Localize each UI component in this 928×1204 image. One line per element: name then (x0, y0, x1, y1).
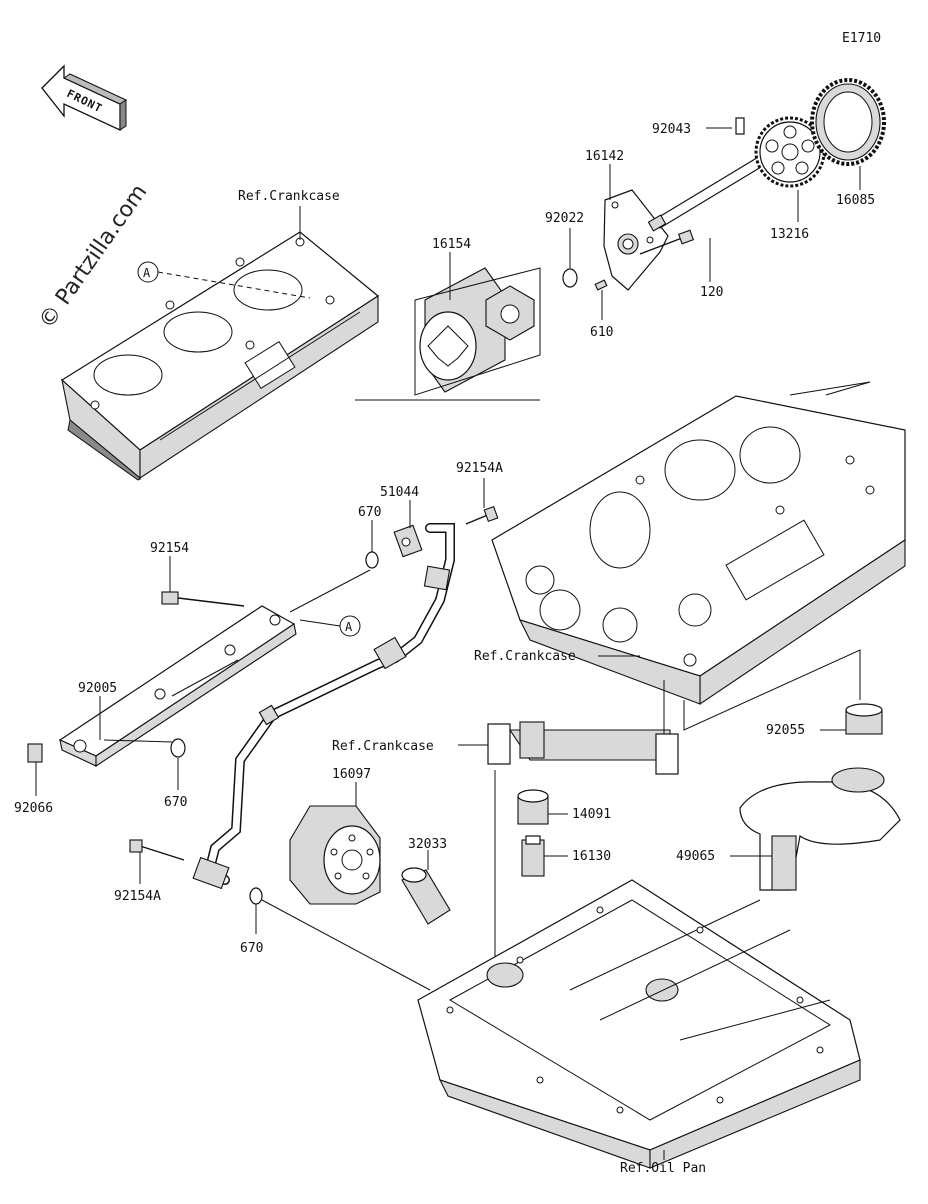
o-ring-670-bottom (249, 887, 263, 905)
bolt-92154A-bottom (129, 839, 185, 861)
ref-oil-pan-label: Ref.Oil Pan (620, 1161, 706, 1176)
diagram-code: E1710 (842, 31, 881, 46)
part-51044: 51044 (380, 485, 419, 500)
part-49065: 49065 (676, 849, 715, 864)
part-13216: 13216 (770, 227, 809, 242)
bolt-120 (639, 229, 695, 255)
fitting-51044 (393, 524, 423, 558)
svg-text:A: A (345, 620, 353, 634)
oil-filter-16097 (289, 805, 381, 905)
pin-92043 (735, 117, 745, 135)
watermark: © Partzilla.com (34, 180, 152, 333)
ref-crankcase-label-2: Ref.Crankcase (474, 649, 576, 664)
part-670-mid: 670 (164, 795, 187, 810)
part-610: 610 (590, 325, 613, 340)
o-ring-670-mid (170, 738, 186, 758)
part-92154A-top: 92154A (456, 461, 503, 476)
part-92005: 92005 (78, 681, 117, 696)
part-14091: 14091 (572, 807, 611, 822)
part-16085: 16085 (836, 193, 875, 208)
crankcase-lower (491, 395, 906, 706)
gear-ring-16085 (810, 78, 886, 166)
callout-a-upper: A (137, 261, 159, 283)
part-92055: 92055 (766, 723, 805, 738)
pump-cover-16142 (603, 189, 669, 291)
plug-92066 (27, 743, 43, 763)
part-670-top: 670 (358, 505, 381, 520)
collar-14091 (517, 789, 549, 825)
part-32033: 32033 (408, 837, 447, 852)
part-16142: 16142 (585, 149, 624, 164)
part-92043: 92043 (652, 122, 691, 137)
part-92066: 92066 (14, 801, 53, 816)
o-ring-92022 (562, 268, 578, 288)
bolt-92154 (161, 591, 245, 607)
dowel-pin-610 (594, 279, 608, 291)
pipe-32033 (401, 867, 451, 925)
gear-13216 (754, 116, 826, 188)
pipe-bar-92005 (58, 605, 297, 768)
part-670-bottom: 670 (240, 941, 263, 956)
oil-pump-rotor-outer (419, 267, 506, 393)
oil-pipe (192, 523, 455, 890)
ref-crankcase-label-1: Ref.Crankcase (238, 189, 340, 204)
part-16097: 16097 (332, 767, 371, 782)
part-92154A-bottom: 92154A (114, 889, 161, 904)
cap-92055 (845, 703, 883, 735)
oil-pump-rotor-inner (485, 285, 535, 341)
part-120: 120 (700, 285, 723, 300)
part-92022: 92022 (545, 211, 584, 226)
relief-pipe (487, 721, 679, 775)
part-92154: 92154 (150, 541, 189, 556)
oil-pan (417, 879, 861, 1169)
valve-16130 (521, 835, 545, 877)
strainer-49065 (739, 767, 901, 891)
front-arrow-icon: FRONT (41, 64, 128, 132)
svg-text:A: A (143, 266, 151, 280)
part-16130: 16130 (572, 849, 611, 864)
part-16154: 16154 (432, 237, 471, 252)
ref-crankcase-label-3: Ref.Crankcase (332, 739, 434, 754)
cylinder-block (61, 231, 380, 481)
bolt-92154A-top (465, 505, 499, 525)
callout-a-lower: A (339, 615, 361, 637)
o-ring-670-top (365, 551, 379, 569)
